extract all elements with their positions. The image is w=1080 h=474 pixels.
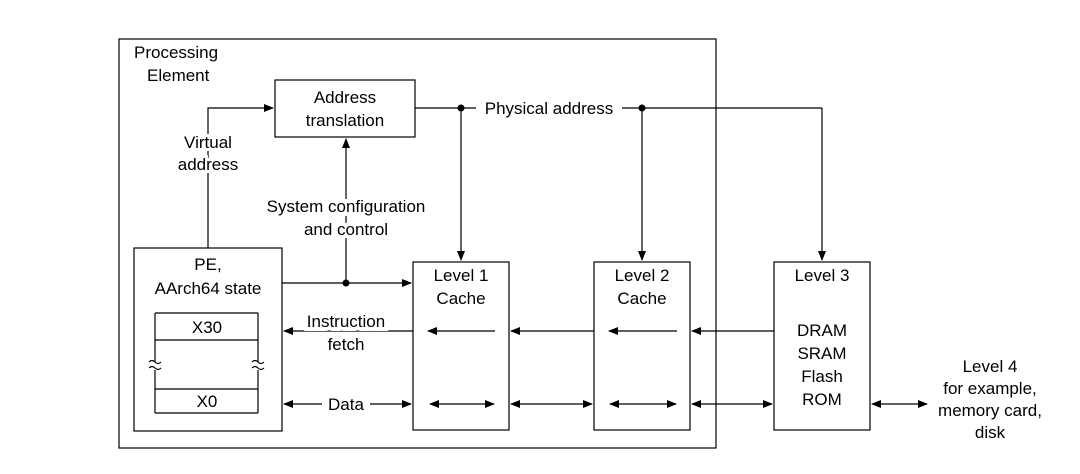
register-stack: [148, 312, 265, 414]
instruction-fetch-line2: fetch: [328, 335, 365, 354]
level3-item-rom: ROM: [802, 390, 842, 409]
virtual-address-arrow: [207, 104, 274, 248]
level1-cache-box: [412, 261, 510, 431]
address-translation-box: [274, 79, 416, 138]
level3-title: Level 3: [795, 266, 850, 285]
register-x30: X30: [192, 318, 222, 337]
sys-config-line2: and control: [304, 220, 388, 239]
data-label: Data: [328, 395, 364, 414]
processing-element-title-line1: Processing: [134, 43, 218, 62]
level4-line1: Level 4: [963, 357, 1018, 376]
level3-item-dram: DRAM: [797, 321, 847, 340]
level3-item-flash: Flash: [801, 367, 843, 386]
instruction-fetch-line1: Instruction: [307, 312, 385, 331]
address-translation-line1: Address: [314, 88, 376, 107]
pe-state-line2: AArch64 state: [155, 279, 262, 298]
level1-line1: Level 1: [434, 266, 489, 285]
address-translation-line2: translation: [306, 111, 384, 130]
level1-line2: Cache: [436, 289, 485, 308]
level4-line2: for example,: [943, 379, 1037, 398]
level4-line4: disk: [975, 423, 1006, 442]
physical-address-label: Physical address: [485, 99, 614, 118]
level2-cache-box: [593, 261, 691, 431]
virtual-address-line2: address: [178, 155, 238, 174]
processing-element-title-line2: Element: [147, 66, 210, 85]
level4-line3: memory card,: [938, 401, 1042, 420]
pe-state-line1: PE,: [194, 255, 221, 274]
level2-line1: Level 2: [615, 266, 670, 285]
register-x0: X0: [197, 392, 218, 411]
level3-item-sram: SRAM: [797, 344, 846, 363]
sys-config-line1: System configuration: [267, 197, 426, 216]
level3-box: [773, 261, 871, 431]
virtual-address-line1: Virtual: [184, 133, 232, 152]
level2-line2: Cache: [617, 289, 666, 308]
